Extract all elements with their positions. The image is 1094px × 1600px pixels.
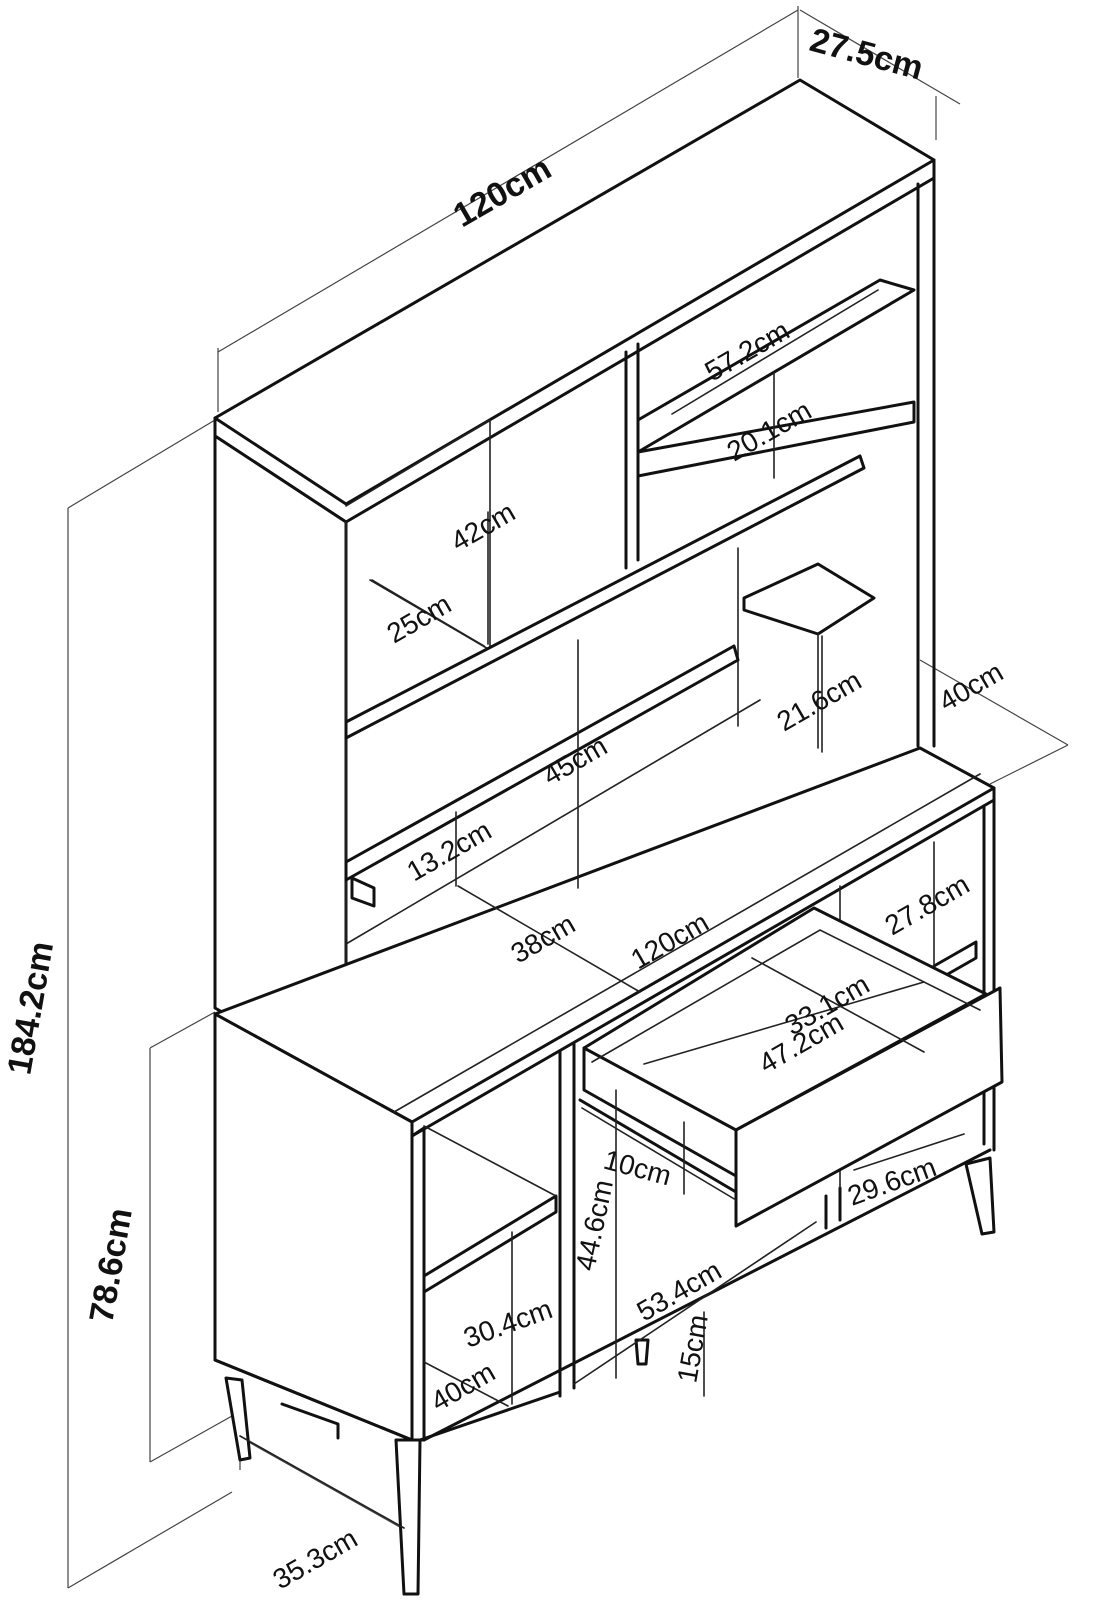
label-left-shelf-height: 30.4cm <box>459 1293 556 1354</box>
label-leg-height: 15cm <box>671 1312 713 1385</box>
hutch-shelf-stub <box>350 876 376 908</box>
leg-front-left <box>224 1376 252 1462</box>
small-side-shelf <box>742 562 876 636</box>
label-total-height: 184.2cm <box>0 939 61 1078</box>
lower-cabinet <box>213 798 1004 1442</box>
upper-right-shelf-mid <box>636 400 916 478</box>
hutch-lower-shelf <box>344 644 740 882</box>
label-middle-height: 44.6cm <box>570 1177 619 1273</box>
leg-back-center <box>634 1338 650 1366</box>
label-desk-depth: 40cm <box>934 656 1009 717</box>
legs <box>224 1156 996 1596</box>
drawer-front <box>734 986 1004 1228</box>
hutch-middle-shelf <box>344 454 866 740</box>
upper-right-shelf-top <box>636 278 916 454</box>
label-desk-height: 78.6cm <box>82 1205 139 1325</box>
label-side-shelf-height: 21.6cm <box>772 664 867 737</box>
leg-right <box>964 1156 996 1236</box>
lower-left-shelf <box>422 1194 558 1294</box>
label-compartment-height: 42cm <box>446 496 521 557</box>
label-total-width: 120cm <box>447 149 558 235</box>
label-top-depth: 27.5cm <box>806 21 927 88</box>
label-compartment-depth: 25cm <box>382 588 457 649</box>
dimension-lines <box>67 6 1069 1589</box>
measurement-arrows <box>239 289 981 1529</box>
label-leg-depth: 35.3cm <box>268 1522 363 1595</box>
drawer-rail <box>578 1098 738 1194</box>
label-right-niche-height: 27.8cm <box>880 868 975 941</box>
hutch <box>213 78 936 1084</box>
leg-front-center <box>394 1438 422 1596</box>
